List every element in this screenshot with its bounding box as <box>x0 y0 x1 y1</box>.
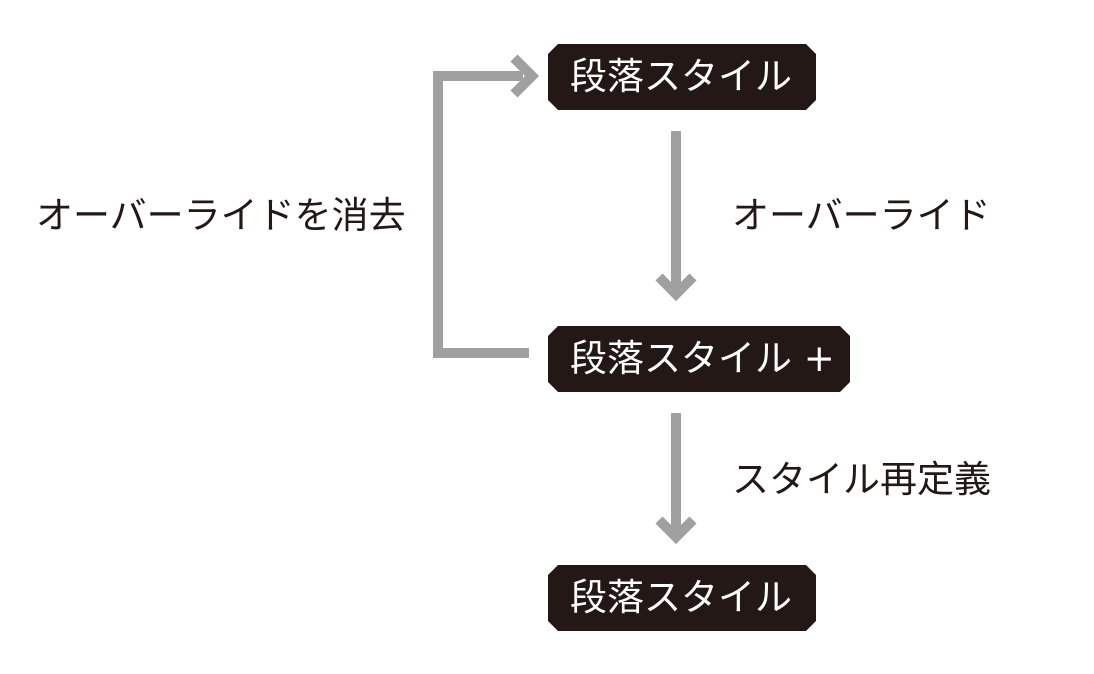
override-label: オーバーライド <box>732 194 991 237</box>
node-label: 段落スタイル + <box>570 337 835 380</box>
redefine-style-label: スタイル再定義 <box>732 458 991 501</box>
clear-override-label: オーバーライドを消去 <box>36 194 406 237</box>
override-arrow <box>655 131 697 302</box>
redefine-style-arrow <box>655 413 697 545</box>
paragraph-style-node-top: 段落スタイル <box>548 44 816 110</box>
node-label: 段落スタイル <box>570 55 792 98</box>
node-label: 段落スタイル <box>570 576 792 619</box>
paragraph-style-node-bottom: 段落スタイル <box>548 565 816 631</box>
clear-override-arrow <box>433 54 540 358</box>
paragraph-style-override-node: 段落スタイル + <box>548 326 850 392</box>
